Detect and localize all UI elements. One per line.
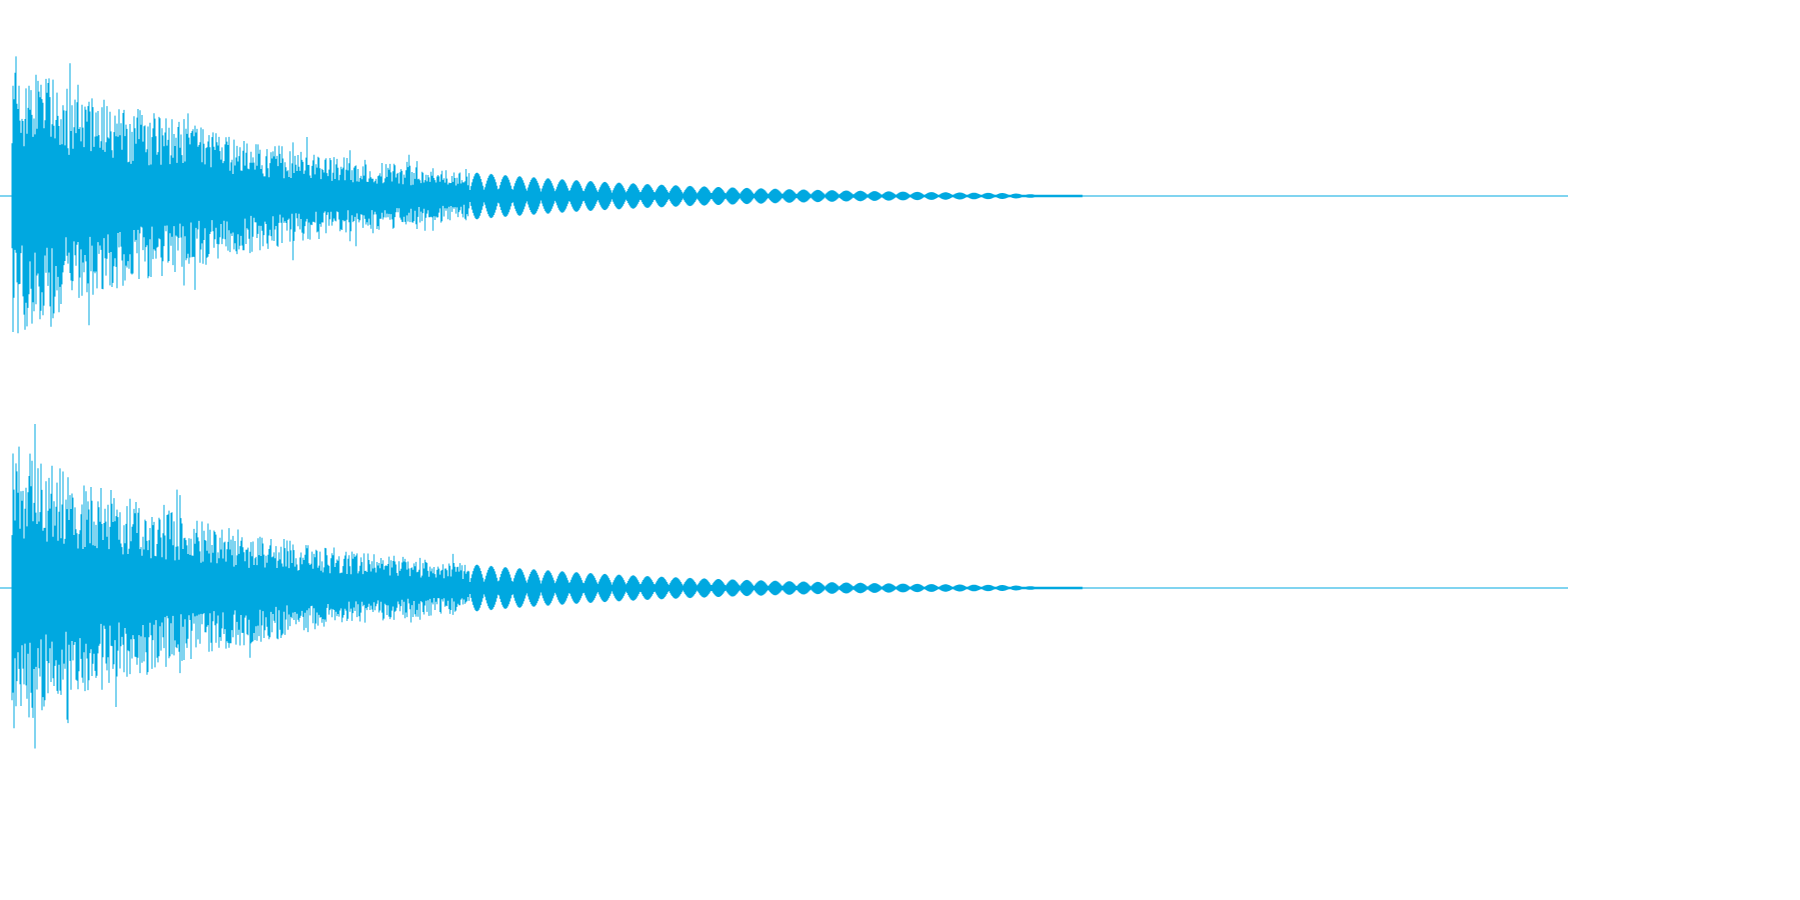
waveform-channel-1[interactable]: [0, 0, 1568, 392]
waveform-channel-2[interactable]: [0, 392, 1568, 784]
waveform-channel-2-path: [11, 424, 1083, 749]
waveform-channel-1-plot: [0, 56, 1568, 334]
waveform-view[interactable]: [0, 0, 1568, 784]
waveform-channel-1-path: [11, 56, 1083, 334]
waveform-channel-2-plot: [0, 424, 1568, 749]
